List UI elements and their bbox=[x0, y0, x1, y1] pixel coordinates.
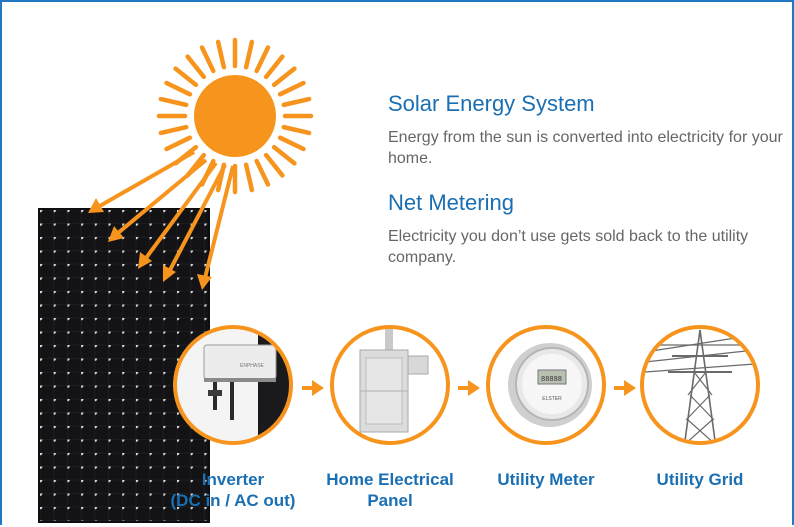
net-metering-heading: Net Metering bbox=[388, 190, 514, 215]
sun-ray bbox=[277, 80, 306, 97]
step-label-inverter: Inverter (DC in / AC out) bbox=[158, 469, 308, 511]
step-label-line1: Utility Meter bbox=[497, 470, 595, 489]
sun-ray bbox=[164, 135, 193, 152]
svg-text:ENPHASE: ENPHASE bbox=[240, 363, 265, 369]
step-label-line2: Panel bbox=[367, 491, 413, 510]
sun-ray bbox=[185, 54, 207, 80]
sun-icon bbox=[156, 37, 314, 195]
solar-energy-description: Energy from the sun is converted into el… bbox=[388, 129, 783, 167]
utility-grid-icon bbox=[640, 325, 760, 445]
step-label-line1: Utility Grid bbox=[656, 470, 744, 489]
electrical-panel-icon bbox=[330, 325, 450, 445]
sun-ray bbox=[215, 39, 227, 70]
sun-ray bbox=[271, 66, 297, 88]
sunlight-arrows bbox=[88, 150, 235, 290]
sun-ray bbox=[271, 144, 297, 166]
sun-ray bbox=[243, 162, 255, 193]
step-label-line1: Inverter bbox=[201, 470, 265, 489]
sun-ray bbox=[263, 152, 285, 178]
step-label-line1: Home Electrical bbox=[326, 470, 454, 489]
sun-ray bbox=[254, 45, 271, 74]
sun-ray bbox=[281, 124, 312, 136]
sun-ray bbox=[243, 39, 255, 70]
svg-text:88888: 88888 bbox=[541, 376, 562, 384]
step-label-utility-meter: Utility Meter bbox=[471, 469, 621, 490]
sun-ray bbox=[254, 158, 271, 187]
sun-ray bbox=[199, 45, 216, 74]
net-metering-description: Electricity you don’t use gets sold back… bbox=[388, 228, 749, 266]
inverter-icon: ENPHASE bbox=[173, 325, 293, 445]
meter-brand-text: ELSTER bbox=[542, 396, 562, 402]
flow-arrows bbox=[302, 380, 636, 396]
step-label-line2: (DC in / AC out) bbox=[170, 491, 296, 510]
sun-ray bbox=[263, 54, 285, 80]
step-label-home-panel: Home Electrical Panel bbox=[315, 469, 465, 511]
sun-ray bbox=[158, 96, 189, 108]
sun-ray bbox=[281, 96, 312, 108]
sun-ray bbox=[158, 124, 189, 136]
step-label-utility-grid: Utility Grid bbox=[625, 469, 775, 490]
sun-ray bbox=[164, 80, 193, 97]
utility-meter-icon: 88888 ELSTER bbox=[486, 325, 606, 445]
solar-energy-heading: Solar Energy System bbox=[388, 91, 595, 116]
sun-ray bbox=[173, 66, 199, 88]
sun-ray bbox=[277, 135, 306, 152]
